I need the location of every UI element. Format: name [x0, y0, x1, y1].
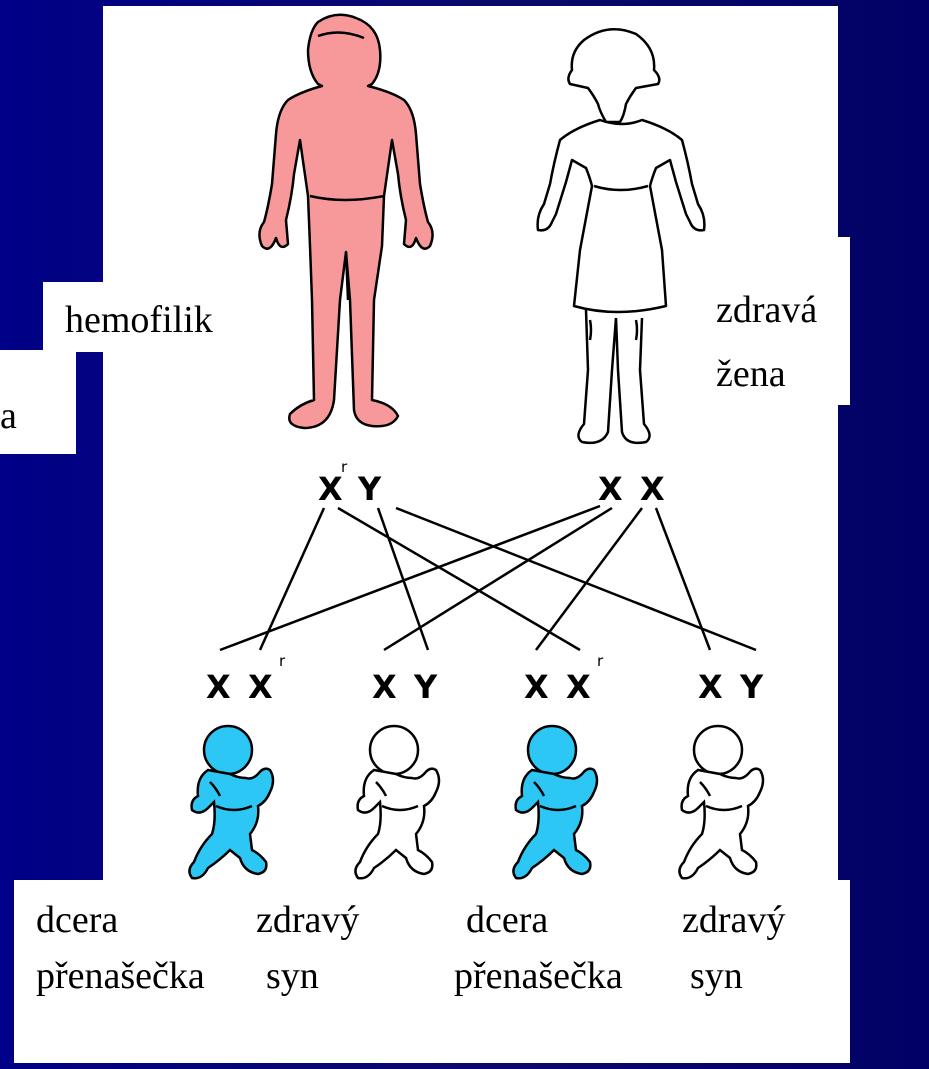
child-2-baby-icon: [354, 724, 441, 880]
father-label: hemofilik: [65, 299, 213, 341]
child-4-label-line2: syn: [690, 955, 743, 997]
father-allele-1: X: [318, 470, 343, 508]
line-mother-x1-to-child-2: [383, 506, 613, 652]
child-3-label-line1: dcera: [466, 899, 549, 941]
child-1-genotype: X X r: [206, 652, 286, 706]
svg-text:Y: Y: [739, 668, 764, 706]
svg-text:X: X: [524, 668, 549, 706]
partial-label: a: [0, 395, 17, 437]
line-father-x-to-child-1: [258, 507, 326, 651]
child-1-label-line1: dcera: [36, 899, 119, 941]
svg-text:r: r: [279, 652, 286, 670]
children-label-panel: [14, 880, 850, 1063]
svg-text:Y: Y: [413, 668, 438, 706]
female-figure-icon: [536, 27, 706, 445]
line-mother-x1-to-child-1: [219, 504, 601, 652]
mother-label-line1: zdravá: [716, 289, 818, 331]
father-label-panel: [43, 282, 105, 352]
child-3-genotype: X X r: [524, 652, 604, 706]
mother-label-line2: žena: [716, 353, 786, 395]
father-allele-2: Y: [357, 470, 382, 508]
male-figure-icon: [258, 13, 434, 430]
child-4-baby-icon: [678, 724, 765, 880]
inheritance-lines: [219, 504, 757, 652]
child-4-label-line1: zdravý: [682, 899, 786, 941]
mother-genotype: X X: [598, 470, 665, 508]
partial-label-panel: [0, 350, 76, 454]
svg-text:X: X: [698, 668, 723, 706]
mother-label-panel: [700, 237, 850, 405]
svg-text:r: r: [597, 652, 604, 670]
svg-text:X: X: [372, 668, 397, 706]
line-mother-x2-to-child-3: [534, 507, 644, 651]
child-1-label-line2: přenašečka: [36, 955, 205, 997]
child-1-baby-icon: [188, 724, 275, 880]
child-2-label-line2: syn: [266, 955, 319, 997]
svg-text:X: X: [248, 668, 273, 706]
child-2-genotype: X Y: [372, 668, 438, 706]
svg-text:X: X: [566, 668, 591, 706]
child-4-genotype: X Y: [698, 668, 764, 706]
father-marker: r: [341, 458, 348, 476]
child-3-label-line2: přenašečka: [454, 955, 623, 997]
line-father-y-to-child-4: [395, 506, 757, 652]
father-body: [258, 13, 434, 430]
father-genotype: X r Y: [318, 458, 382, 508]
svg-text:X: X: [206, 668, 231, 706]
child-3-baby-icon: [512, 724, 599, 880]
line-father-x-to-child-3: [337, 506, 581, 652]
line-mother-x2-to-child-4: [654, 507, 712, 651]
mother-allele-1: X: [598, 470, 623, 508]
child-2-label-line1: zdravý: [256, 899, 360, 941]
mother-allele-2: X: [640, 470, 665, 508]
